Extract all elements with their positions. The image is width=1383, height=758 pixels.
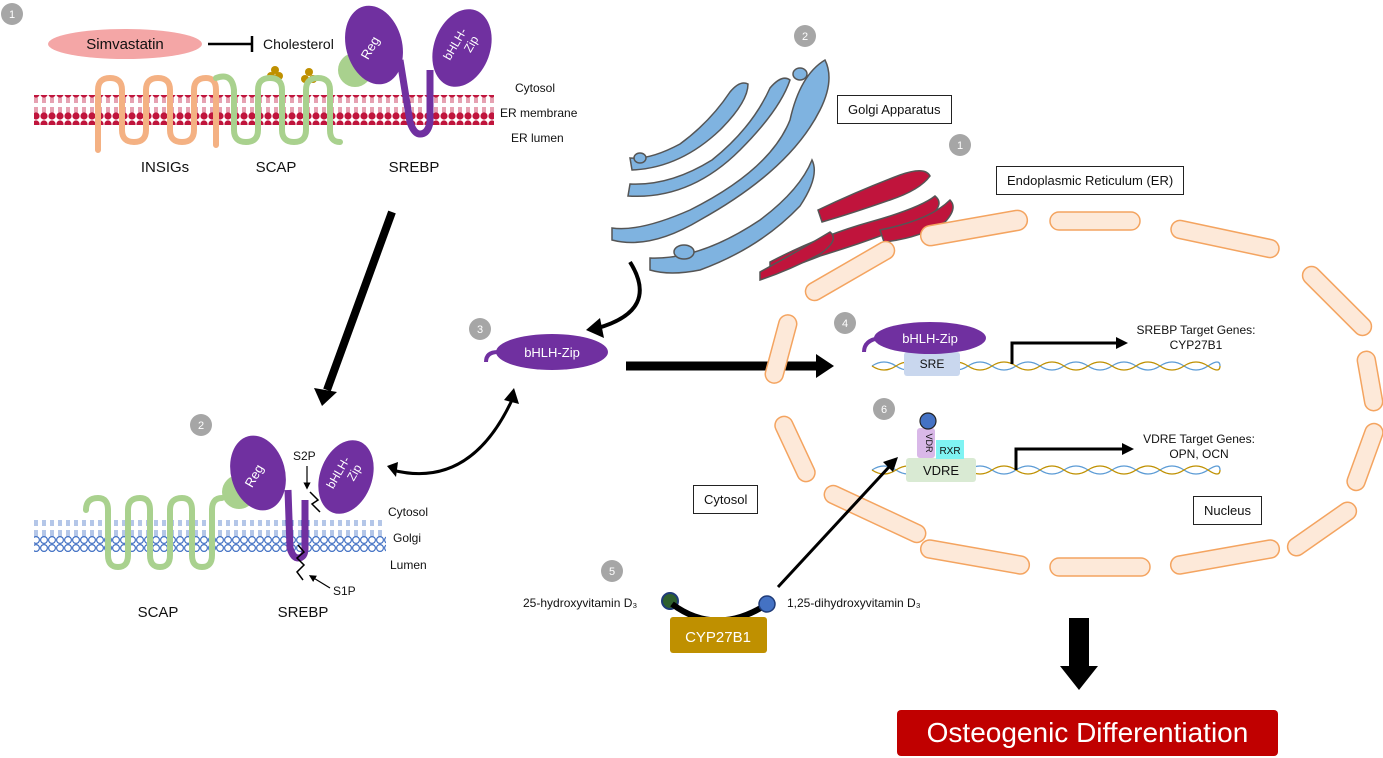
svg-text:2: 2 [198, 420, 204, 432]
step-badge-3: 3 [469, 318, 491, 340]
svg-text:4: 4 [842, 318, 848, 330]
vdre-element: VDRE [906, 458, 976, 482]
er-label: Endoplasmic Reticulum (ER) [996, 166, 1185, 195]
step-badge-1-er-illustration: 1 [949, 134, 971, 156]
scap-protein-golgi [83, 494, 225, 571]
cyp27b1-enzyme: CYP27B1 [670, 617, 767, 653]
simvastatin-ellipse: Simvastatin [48, 29, 202, 59]
cytosol-label: Cytosol [693, 485, 759, 514]
svg-text:CYP27B1: CYP27B1 [685, 629, 751, 646]
svg-text:3: 3 [477, 324, 483, 336]
arrow-to-outcome [1060, 618, 1098, 690]
s1p-arrow [308, 575, 331, 589]
svg-text:5: 5 [609, 566, 615, 578]
step-badge-1-er: 1 [1, 3, 23, 25]
vdr-receptor: VDR [917, 412, 937, 458]
step-badge-5: 5 [601, 560, 623, 582]
svg-text:bHLH-Zip: bHLH-Zip [524, 345, 580, 360]
step-badge-2-golgi-apparatus: 2 [794, 25, 816, 47]
golgi-layer-golgi: Golgi [393, 531, 421, 545]
golgi-layer-cytosol: Cytosol [388, 505, 428, 519]
srebp-protein-er: Reg bHLH- Zip [345, 5, 492, 138]
s2p-label: S2P [293, 449, 316, 463]
golgi-apparatus-illustration [611, 58, 830, 274]
svg-text:VDR: VDR [924, 433, 934, 453]
arrow-bhlh-to-nucleus [626, 354, 834, 378]
arrow-golgi-to-bhlh [586, 260, 642, 338]
vdre-target-genes-list: OPN, OCN [1169, 447, 1228, 461]
golgi-apparatus-label: Golgi Apparatus [837, 95, 952, 124]
bhlh-zip-released: bHLH-Zip [484, 334, 608, 370]
bhlh-zip-bound: bHLH-Zip [862, 322, 986, 354]
insigs-protein [95, 74, 219, 153]
svg-text:1: 1 [9, 9, 15, 21]
product-label: 1,25-dihydroxyvitamin D₃ [787, 596, 921, 610]
transcription-arrow-vdre [1014, 443, 1134, 470]
srebp-protein-golgi: Reg bHLH- Zip [230, 435, 374, 581]
svg-text:SRE: SRE [920, 357, 945, 371]
osteogenic-differentiation-outcome: Osteogenic Differentiation [897, 710, 1278, 756]
srebp-label-er: SREBP [389, 159, 440, 176]
arrow-cleavage-release [387, 388, 519, 477]
srebp-target-genes-list: CYP27B1 [1170, 338, 1223, 352]
svg-text:1: 1 [957, 140, 963, 152]
svg-text:Simvastatin: Simvastatin [86, 36, 164, 53]
product-molecule [758, 595, 776, 613]
er-illustration [759, 170, 954, 282]
step-badge-6: 6 [873, 398, 895, 420]
srebp-label-golgi: SREBP [278, 604, 329, 621]
er-membrane-bilayer [34, 95, 494, 125]
scap-protein [213, 73, 343, 146]
arrow-er-to-golgi [314, 210, 396, 406]
substrate-label: 25-hydroxyvitamin D₃ [523, 596, 637, 610]
cholesterol-label: Cholesterol [263, 36, 334, 52]
srebp-target-genes-title: SREBP Target Genes: [1137, 323, 1256, 337]
golgi-layer-lumen: Lumen [390, 558, 427, 572]
nucleus-label: Nucleus [1193, 496, 1262, 525]
nuclear-envelope [764, 209, 1383, 577]
rxr-receptor: RXR [936, 440, 964, 459]
er-layer-lumen: ER lumen [511, 131, 564, 145]
scap-label-er: SCAP [256, 159, 297, 176]
svg-text:6: 6 [881, 404, 887, 416]
sre-element: SRE [904, 352, 960, 376]
insigs-label: INSIGs [141, 159, 189, 176]
svg-text:VDRE: VDRE [923, 463, 959, 478]
er-layer-membrane: ER membrane [500, 106, 578, 120]
svg-text:2: 2 [802, 31, 808, 43]
step-badge-2-golgi: 2 [190, 414, 212, 436]
arrow-vitd-to-vdr [776, 457, 898, 589]
svg-text:RXR: RXR [939, 446, 960, 457]
s1p-label: S1P [333, 584, 356, 598]
er-layer-cytosol: Cytosol [515, 81, 555, 95]
svg-text:bHLH-Zip: bHLH-Zip [902, 331, 958, 346]
scap-label-golgi: SCAP [138, 604, 179, 621]
inhibition-symbol [208, 36, 254, 52]
vdre-target-genes-title: VDRE Target Genes: [1143, 432, 1255, 446]
step-badge-4: 4 [834, 312, 856, 334]
transcription-arrow-srebp [1010, 337, 1128, 364]
